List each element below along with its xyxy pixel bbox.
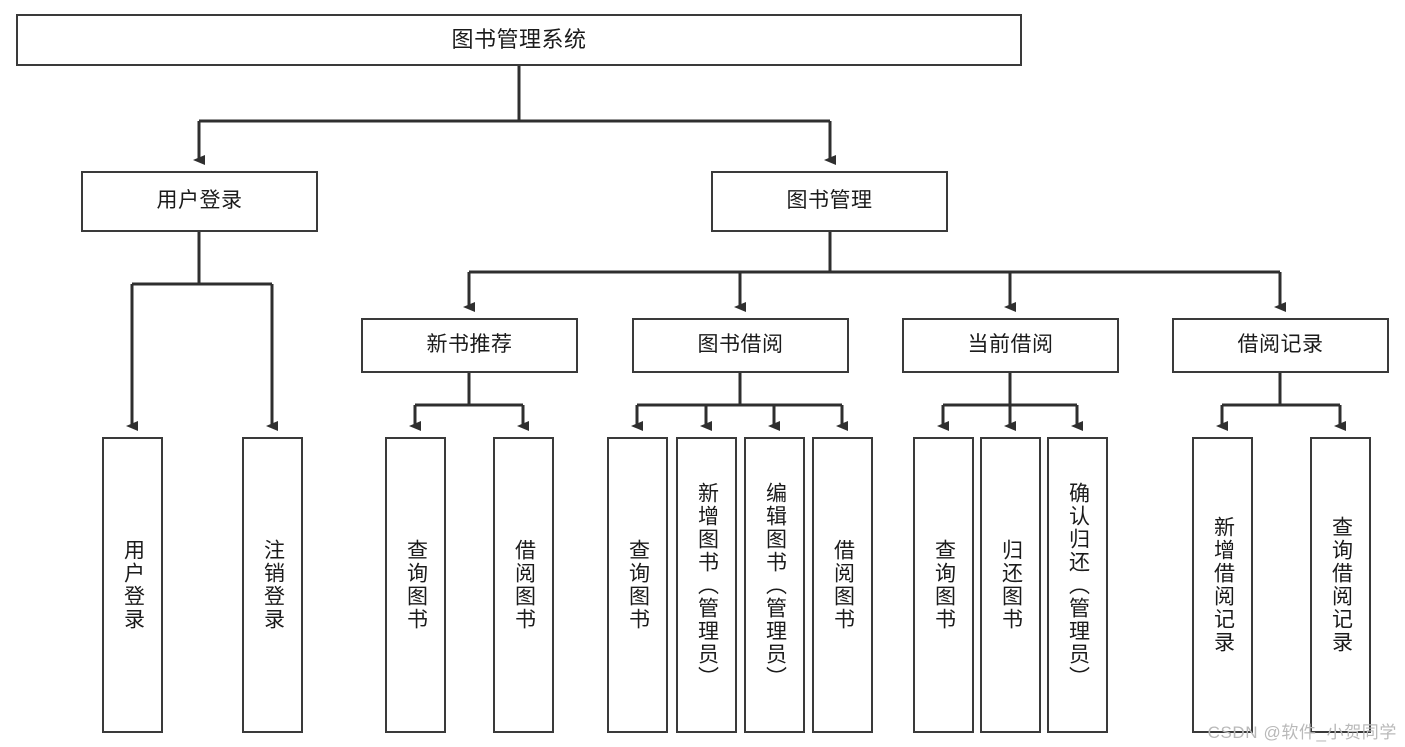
leaf-current-confirm-return-admin[interactable]: 确认归还（管理员）	[1047, 437, 1108, 733]
leaf-borrow-query-book[interactable]: 查询图书	[607, 437, 668, 733]
csdn-watermark: CSDN @软件_小贺同学	[1207, 723, 1397, 742]
node-label: 确认归还（管理员）	[1066, 481, 1090, 689]
node-user-login[interactable]: 用户登录	[81, 171, 318, 232]
node-new-book-recommend[interactable]: 新书推荐	[361, 318, 578, 373]
leaf-newbook-borrow-book[interactable]: 借阅图书	[493, 437, 554, 733]
node-label: 借阅记录	[1237, 333, 1324, 357]
leaf-newbook-query-book[interactable]: 查询图书	[385, 437, 446, 733]
node-label: 图书借阅	[697, 333, 784, 357]
node-label: 注销登录	[261, 539, 285, 631]
node-book-borrow[interactable]: 图书借阅	[632, 318, 849, 373]
node-label: 归还图书	[999, 539, 1023, 631]
node-label: 图书管理	[786, 189, 873, 213]
node-current-borrow[interactable]: 当前借阅	[902, 318, 1119, 373]
node-root-system[interactable]: 图书管理系统	[16, 14, 1022, 66]
node-label: 新书推荐	[426, 333, 513, 357]
leaf-borrow-borrow-book[interactable]: 借阅图书	[812, 437, 873, 733]
node-label: 当前借阅	[967, 333, 1054, 357]
node-book-management[interactable]: 图书管理	[711, 171, 948, 232]
leaf-borrow-add-book-admin[interactable]: 新增图书（管理员）	[676, 437, 737, 733]
leaf-record-query-record[interactable]: 查询借阅记录	[1310, 437, 1371, 733]
node-label: 新增图书（管理员）	[695, 481, 719, 689]
node-borrow-record[interactable]: 借阅记录	[1172, 318, 1389, 373]
node-label: 查询借阅记录	[1329, 516, 1353, 654]
node-label: 编辑图书（管理员）	[763, 481, 787, 689]
node-label: 查询图书	[626, 539, 650, 631]
leaf-borrow-edit-book-admin[interactable]: 编辑图书（管理员）	[744, 437, 805, 733]
node-label: 借阅图书	[512, 539, 536, 631]
leaf-current-query-book[interactable]: 查询图书	[913, 437, 974, 733]
node-label: 用户登录	[156, 189, 243, 213]
leaf-record-add-record[interactable]: 新增借阅记录	[1192, 437, 1253, 733]
leaf-user-login[interactable]: 用户登录	[102, 437, 163, 733]
node-label: 用户登录	[121, 539, 145, 631]
node-label: 新增借阅记录	[1211, 516, 1235, 654]
node-label: 查询图书	[404, 539, 428, 631]
node-label: 查询图书	[932, 539, 956, 631]
node-label: 图书管理系统	[451, 27, 587, 53]
leaf-user-logout[interactable]: 注销登录	[242, 437, 303, 733]
node-label: 借阅图书	[831, 539, 855, 631]
leaf-current-return-book[interactable]: 归还图书	[980, 437, 1041, 733]
